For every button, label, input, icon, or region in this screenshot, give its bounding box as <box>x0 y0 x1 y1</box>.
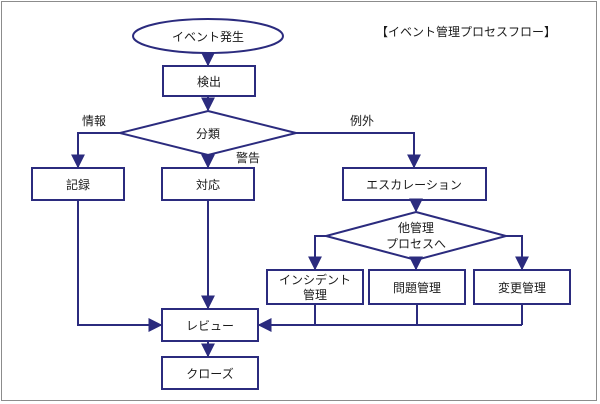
edge-record-review <box>77 200 163 332</box>
other-process-node <box>322 210 510 262</box>
incident-node <box>266 269 364 305</box>
event-label: イベント発生 <box>172 30 244 44</box>
record-node <box>31 167 125 201</box>
close-node <box>161 356 259 390</box>
problem-label: 問題管理 <box>393 280 441 295</box>
detect-label: 検出 <box>197 75 221 89</box>
record-label: 記録 <box>66 177 90 192</box>
classify-label: 分類 <box>196 127 220 141</box>
other-process-label-line1: 他管理 <box>398 220 434 235</box>
incident-label-line2: 管理 <box>303 287 327 302</box>
edge-classify-record <box>71 132 120 169</box>
respond-node <box>161 167 255 201</box>
change-node <box>473 269 571 305</box>
escalation-label: エスカレーション <box>366 178 462 192</box>
change-label: 変更管理 <box>498 280 546 295</box>
edge-label-warning: 警告 <box>236 150 260 165</box>
edge-label-info: 情報 <box>82 114 106 128</box>
edge-classify-escalation <box>296 132 421 169</box>
edge-other-incident <box>308 235 326 271</box>
diagram-title: 【イベント管理プロセスフロー】 <box>376 24 556 39</box>
edge-other-change <box>506 235 529 271</box>
other-process-label-line2: プロセスへ <box>386 237 446 251</box>
respond-label: 対応 <box>196 178 220 192</box>
edge-label-exception: 例外 <box>350 114 374 128</box>
problem-node <box>368 269 466 305</box>
review-label: レビュー <box>186 319 234 333</box>
incident-label-line1: インシデント <box>279 272 351 287</box>
close-label: クローズ <box>186 366 233 381</box>
